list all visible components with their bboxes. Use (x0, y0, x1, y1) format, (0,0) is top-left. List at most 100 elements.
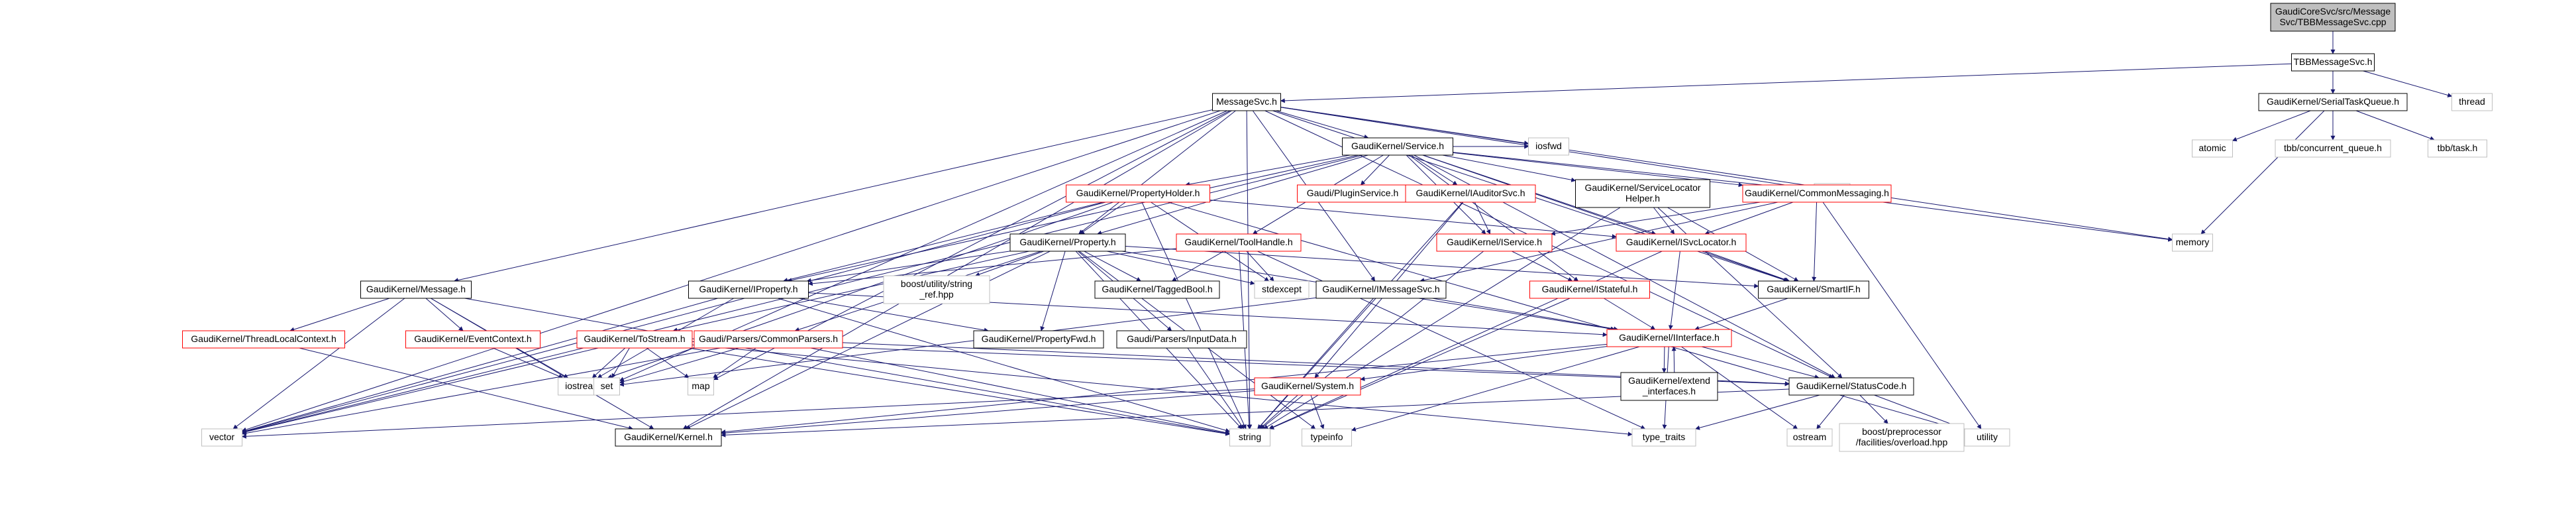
node-label-vector: vector (209, 432, 234, 442)
edge-imsgsvc-to-iinterface (1432, 298, 1619, 331)
edge-iservice-to-string (1260, 251, 1484, 430)
edge-property-to-propertyfwd (1040, 251, 1066, 331)
node-label-imsgsvc: GaudiKernel/IMessageSvc.h (1322, 284, 1439, 294)
node-box-serialq (2258, 93, 2408, 111)
node-thread: thread (2451, 93, 2493, 111)
edge-imsgsvc-to-set (619, 297, 1317, 387)
node-label-iostream: iostream (565, 380, 601, 391)
node-iservice[interactable]: GaudiKernel/IService.h (1436, 233, 1553, 252)
node-map: map (688, 377, 714, 396)
edge-propholder-to-iproperty (783, 202, 1104, 282)
edge-tbbmsg-to-thread (2363, 70, 2453, 97)
node-label-serialq: GaudiKernel/SerialTaskQueue.h (2267, 96, 2399, 107)
edge-commonmsg-to-utility (1822, 202, 1982, 430)
edge-iservice-to-istateful (1512, 251, 1573, 282)
node-box-vector (201, 428, 242, 447)
node-commonparsers[interactable]: Gaudi/Parsers/CommonParsers.h (694, 330, 843, 349)
edge-propholder-to-isvclocator (1210, 200, 1617, 239)
node-box-set (593, 377, 620, 396)
edge-msgsvc-to-service (1276, 110, 1369, 139)
node-propertyfwd[interactable]: GaudiKernel/PropertyFwd.h (973, 330, 1104, 349)
node-iinterface[interactable]: GaudiKernel/IInterface.h (1606, 329, 1732, 347)
edge-tostream-to-string (688, 347, 1231, 436)
node-smartif[interactable]: GaudiKernel/SmartIF.h (1758, 280, 1869, 299)
edge-statuscode-to-boostpp (1859, 394, 1888, 424)
node-label-memory: memory (2176, 237, 2210, 247)
node-tostream[interactable]: GaudiKernel/ToStream.h (576, 330, 693, 349)
edge-isvclocator-to-iinterface (1668, 251, 1680, 330)
edge-service-to-iproperty (787, 154, 1359, 283)
edge-commonparsers-to-string (810, 347, 1231, 435)
node-iauditorsvc[interactable]: GaudiKernel/IAuditorSvc.h (1405, 184, 1536, 203)
node-set: set (593, 377, 620, 396)
node-typeinfo: typeinfo (1302, 428, 1352, 447)
node-service[interactable]: GaudiKernel/Service.h (1342, 137, 1453, 156)
node-system[interactable]: GaudiKernel/System.h (1254, 377, 1361, 396)
node-tbbcq: tbb/concurrent_queue.h (2275, 139, 2391, 158)
edge-tostream-to-map (646, 347, 690, 378)
node-taggedbool[interactable]: GaudiKernel/TaggedBool.h (1094, 280, 1220, 299)
node-statuscode[interactable]: GaudiKernel/StatusCode.h (1788, 377, 1914, 396)
node-label-isvclocator: GaudiKernel/ISvcLocator.h (1626, 237, 1737, 247)
edge-property-to-smartif (1125, 245, 1759, 288)
edge-iauditorsvc-to-iservice (1474, 202, 1491, 235)
node-threadlocal[interactable]: GaudiKernel/ThreadLocalContext.h (182, 330, 345, 349)
node-box-statuscode (1788, 377, 1914, 396)
node-box-iservice (1436, 233, 1553, 252)
node-property[interactable]: GaudiKernel/Property.h (1009, 233, 1126, 252)
node-stdexcept: stdexcept (1254, 280, 1310, 299)
node-tbbmsg[interactable]: TBBMessageSvc.h (2291, 53, 2375, 72)
node-memory: memory (2172, 233, 2213, 252)
node-istateful[interactable]: GaudiKernel/IStateful.h (1529, 280, 1650, 299)
edge-service-to-propholder (1185, 154, 1351, 187)
dependency-edges (232, 31, 2453, 439)
header-nodes: GaudiCoreSvc/src/MessageSvc/TBBMessageSv… (182, 3, 2493, 452)
node-label-taggedbool: GaudiKernel/TaggedBool.h (1102, 284, 1212, 294)
node-label-pluginsvc: Gaudi/PluginService.h (1307, 188, 1399, 198)
node-propholder[interactable]: GaudiKernel/PropertyHolder.h (1066, 184, 1210, 203)
node-ostream: ostream (1786, 428, 1833, 447)
node-box-tbbmsg (2291, 53, 2375, 72)
node-label-iauditorsvc: GaudiKernel/IAuditorSvc.h (1416, 188, 1525, 198)
node-box-boostref (883, 275, 990, 304)
edge-iproperty-to-propertyfwd (798, 298, 989, 333)
node-label-stdexcept: stdexcept (1262, 284, 1302, 294)
node-extendif[interactable]: GaudiKernel/extend_interfaces.h (1620, 372, 1718, 401)
node-iproperty[interactable]: GaudiKernel/IProperty.h (688, 280, 809, 299)
node-box-string (1229, 428, 1270, 447)
edge-iproperty-to-string (777, 298, 1231, 433)
node-isvclocator[interactable]: GaudiKernel/ISvcLocator.h (1616, 233, 1747, 252)
node-box-kernel (615, 428, 722, 447)
edge-message-to-eventctx (425, 298, 464, 331)
node-message[interactable]: GaudiKernel/Message.h (360, 280, 472, 299)
node-eventctx[interactable]: GaudiKernel/EventContext.h (405, 330, 541, 349)
node-msgsvc[interactable]: MessageSvc.h (1212, 93, 1281, 111)
edge-iinterface-to-typeinfo (1351, 346, 1640, 432)
node-pluginsvc[interactable]: Gaudi/PluginService.h (1297, 184, 1408, 203)
edge-commonparsers-to-map (713, 347, 756, 378)
node-string: string (1229, 428, 1270, 447)
edge-service-to-pluginsvc (1360, 154, 1390, 186)
node-commonmsg[interactable]: GaudiKernel/CommonMessaging.h (1742, 184, 1892, 203)
node-serialq[interactable]: GaudiKernel/SerialTaskQueue.h (2258, 93, 2408, 111)
edge-message-to-kernel (430, 298, 654, 430)
node-label-typeinfo: typeinfo (1310, 432, 1343, 442)
node-box-tbbtask (2428, 139, 2487, 158)
node-label-statuscode: GaudiKernel/StatusCode.h (1796, 380, 1907, 391)
node-inputdata[interactable]: Gaudi/Parsers/InputData.h (1116, 330, 1247, 349)
edge-msgsvc-to-memory (1280, 107, 2173, 242)
node-imsgsvc[interactable]: GaudiKernel/IMessageSvc.h (1315, 280, 1447, 299)
node-box-istateful (1529, 280, 1650, 299)
node-kernel[interactable]: GaudiKernel/Kernel.h (615, 428, 722, 447)
node-box-commonmsg (1742, 184, 1892, 203)
edge-commonmsg-to-imsgsvc (1419, 202, 1778, 283)
node-label-commonparsers: Gaudi/Parsers/CommonParsers.h (699, 333, 838, 344)
node-label-atomic: atomic (2198, 143, 2226, 153)
edge-serialq-to-tbbtask (2355, 110, 2435, 141)
edge-eventctx-to-iostream (493, 347, 564, 378)
node-toolhandle[interactable]: GaudiKernel/ToolHandle.h (1176, 233, 1302, 252)
node-box-tbbcq (2275, 139, 2391, 158)
edge-property-to-tostream (672, 251, 1029, 333)
